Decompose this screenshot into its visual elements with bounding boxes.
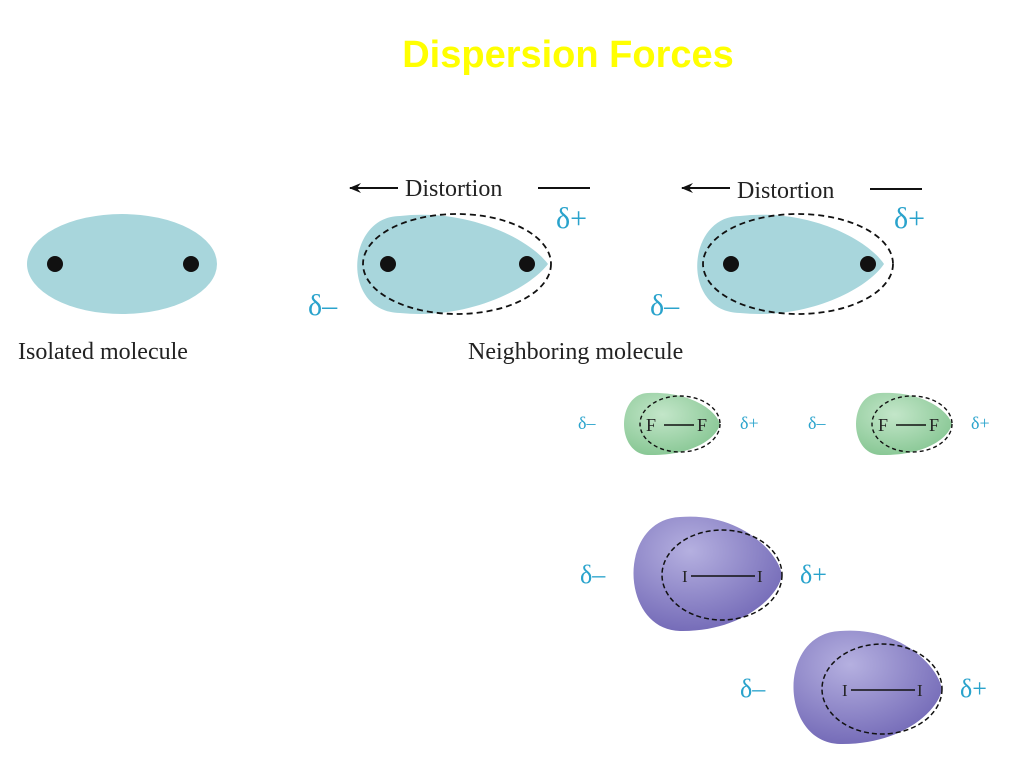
f2-molecule-2: F F δ– δ+ [808,392,990,456]
delta-minus: δ– [578,413,596,433]
delta-plus: δ+ [740,413,759,433]
electron-cloud [27,214,217,314]
iodine-atom: I [842,681,848,700]
distortion-label: Distortion [405,176,502,202]
nucleus [183,256,199,272]
delta-minus: δ– [740,674,766,703]
i2-molecule-2: I I δ– δ+ [740,630,987,745]
electron-cloud [793,630,942,745]
neighboring-caption: Neighboring molecule [468,339,683,365]
f2-molecule-1: F F δ– δ+ [578,392,759,456]
delta-plus: δ+ [971,413,990,433]
delta-minus: δ– [308,289,338,322]
undistorted-outline [821,643,943,735]
distortion-label: Distortion [737,178,834,204]
fluorine-atom: F [878,415,888,435]
nucleus [860,256,876,272]
i2-molecule-1: I I δ– δ+ [580,516,827,632]
undistorted-outline [362,213,552,315]
delta-plus: δ+ [800,560,827,589]
fluorine-atom: F [697,415,707,435]
fluorine-atom: F [929,415,939,435]
delta-minus: δ– [650,289,680,322]
isolated-caption: Isolated molecule [18,339,188,365]
delta-minus: δ– [580,560,606,589]
isolated-molecule: Isolated molecule [18,214,217,365]
undistorted-outline [871,395,953,453]
nucleus [723,256,739,272]
undistorted-outline [661,529,783,621]
delta-plus: δ+ [894,202,925,235]
electron-cloud [633,516,782,632]
neighboring-molecule-2: Distortion δ+ δ– [650,178,925,322]
fluorine-atom: F [646,415,656,435]
iodine-atom: I [917,681,923,700]
delta-minus: δ– [808,413,826,433]
neighboring-molecule-1: Distortion δ+ δ– [308,176,590,322]
nucleus [519,256,535,272]
electron-cloud [697,214,884,314]
undistorted-outline [639,395,721,453]
nucleus [47,256,63,272]
iodine-atom: I [682,567,688,586]
electron-cloud [357,214,548,314]
delta-plus: δ+ [960,674,987,703]
undistorted-outline [702,213,894,315]
electron-cloud [624,392,720,456]
nucleus [380,256,396,272]
slide-title: Dispersion Forces [402,34,734,76]
delta-plus: δ+ [556,202,587,235]
electron-cloud [856,392,952,456]
iodine-atom: I [757,567,763,586]
